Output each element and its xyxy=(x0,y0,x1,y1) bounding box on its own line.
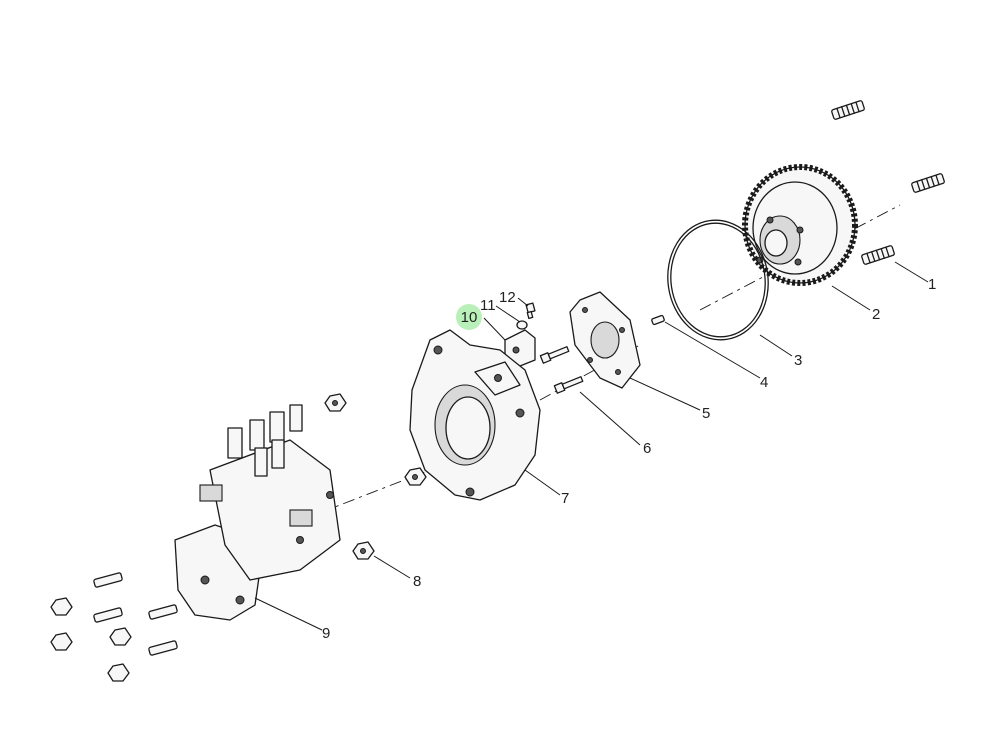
callout-3[interactable]: 3 xyxy=(794,352,803,369)
callout-11[interactable]: 11 xyxy=(480,297,496,314)
part-8-nuts[interactable] xyxy=(324,393,427,560)
part-4-dowel-pin[interactable] xyxy=(651,314,665,326)
callout-12[interactable]: 12 xyxy=(499,289,516,306)
callout-1[interactable]: 1 xyxy=(928,276,937,293)
callout-8[interactable]: 8 xyxy=(413,573,422,590)
part-9-studs-and-nuts[interactable] xyxy=(50,572,178,682)
part-3-o-ring[interactable] xyxy=(660,214,776,347)
callout-2[interactable]: 2 xyxy=(872,306,881,323)
part-9-fuel-injection-pump[interactable] xyxy=(174,404,341,621)
part-12-screw[interactable] xyxy=(525,302,536,320)
callout-10-highlighted[interactable]: 10 xyxy=(456,304,482,330)
callout-4[interactable]: 4 xyxy=(760,374,769,391)
part-5-hub-plate[interactable] xyxy=(569,291,641,389)
leader-lines xyxy=(254,261,929,631)
callout-9[interactable]: 9 xyxy=(322,625,331,642)
part-11-washer[interactable] xyxy=(516,320,528,330)
callout-5[interactable]: 5 xyxy=(702,405,711,422)
part-2-drive-gear[interactable] xyxy=(742,164,858,286)
part-6-bolts[interactable] xyxy=(539,345,584,394)
part-1-studs[interactable] xyxy=(831,100,945,265)
part-10-sensor-bracket[interactable] xyxy=(504,329,536,369)
callout-6[interactable]: 6 xyxy=(643,440,652,457)
callout-7[interactable]: 7 xyxy=(561,490,570,507)
part-7-pump-flange-housing[interactable] xyxy=(409,329,541,501)
